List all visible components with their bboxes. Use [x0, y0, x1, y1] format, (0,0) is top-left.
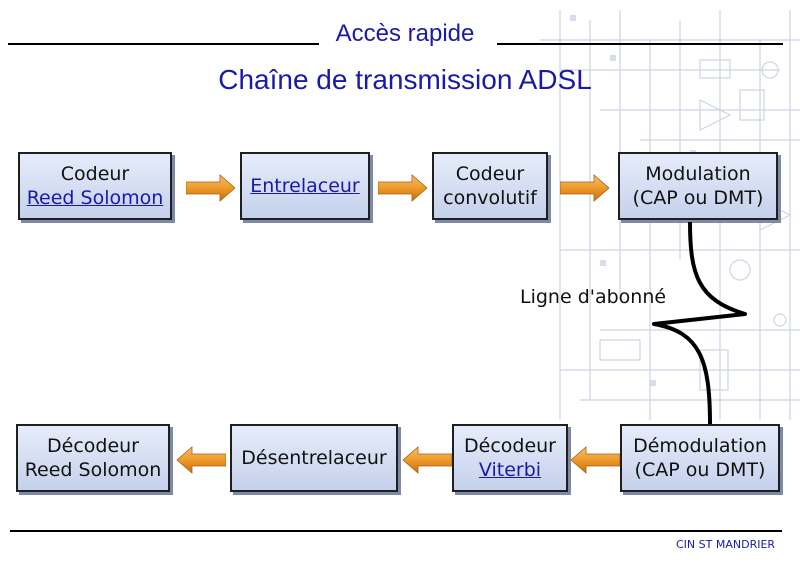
footer-rule	[10, 530, 782, 532]
block-label: (CAP ou DMT)	[632, 187, 764, 209]
viterbi-link[interactable]: Viterbi	[478, 459, 542, 481]
block-label: Démodulation	[633, 435, 767, 457]
block-demodulation: Démodulation (CAP ou DMT)	[620, 424, 780, 492]
footer-credit: CIN ST MANDRIER	[676, 538, 776, 551]
block-modulation: Modulation (CAP ou DMT)	[618, 152, 778, 220]
arrow-left-icon	[176, 446, 226, 474]
block-reed-solomon-encoder: Codeur Reed Solomon	[18, 152, 172, 220]
arrow-right-icon	[186, 174, 236, 202]
block-convolutional-encoder: Codeur convolutif	[432, 152, 548, 220]
block-label: Codeur	[455, 163, 525, 185]
quick-access-link[interactable]: Accès rapide	[335, 20, 475, 47]
page-title: Chaîne de transmission ADSL	[218, 64, 592, 95]
subscriber-line-label: Ligne d'abonné	[520, 286, 667, 308]
block-label: Codeur	[60, 163, 130, 185]
block-viterbi-decoder: Décodeur Viterbi	[452, 424, 568, 492]
arrow-left-icon	[570, 446, 620, 474]
arrow-right-icon	[378, 174, 428, 202]
block-label: Décodeur	[47, 435, 139, 457]
reed-solomon-link[interactable]: Reed Solomon	[26, 187, 164, 209]
header-rule-left	[8, 43, 319, 45]
block-label: Décodeur	[464, 435, 556, 457]
block-label: convolutif	[443, 187, 537, 209]
arrow-right-icon	[560, 174, 610, 202]
block-interleaver: Entrelaceur	[240, 152, 370, 220]
block-deinterleaver: Désentrelaceur	[230, 424, 398, 492]
block-reed-solomon-decoder: Décodeur Reed Solomon	[16, 424, 170, 492]
block-label: Désentrelaceur	[241, 447, 387, 469]
block-label: (CAP ou DMT)	[634, 459, 766, 481]
arrow-left-icon	[402, 446, 452, 474]
interleaver-link[interactable]: Entrelaceur	[250, 175, 360, 197]
header-rule-right	[497, 43, 783, 45]
block-label: Modulation	[645, 163, 751, 185]
block-label: Reed Solomon	[24, 459, 162, 481]
quick-access-nav: Accès rapide	[0, 20, 810, 48]
